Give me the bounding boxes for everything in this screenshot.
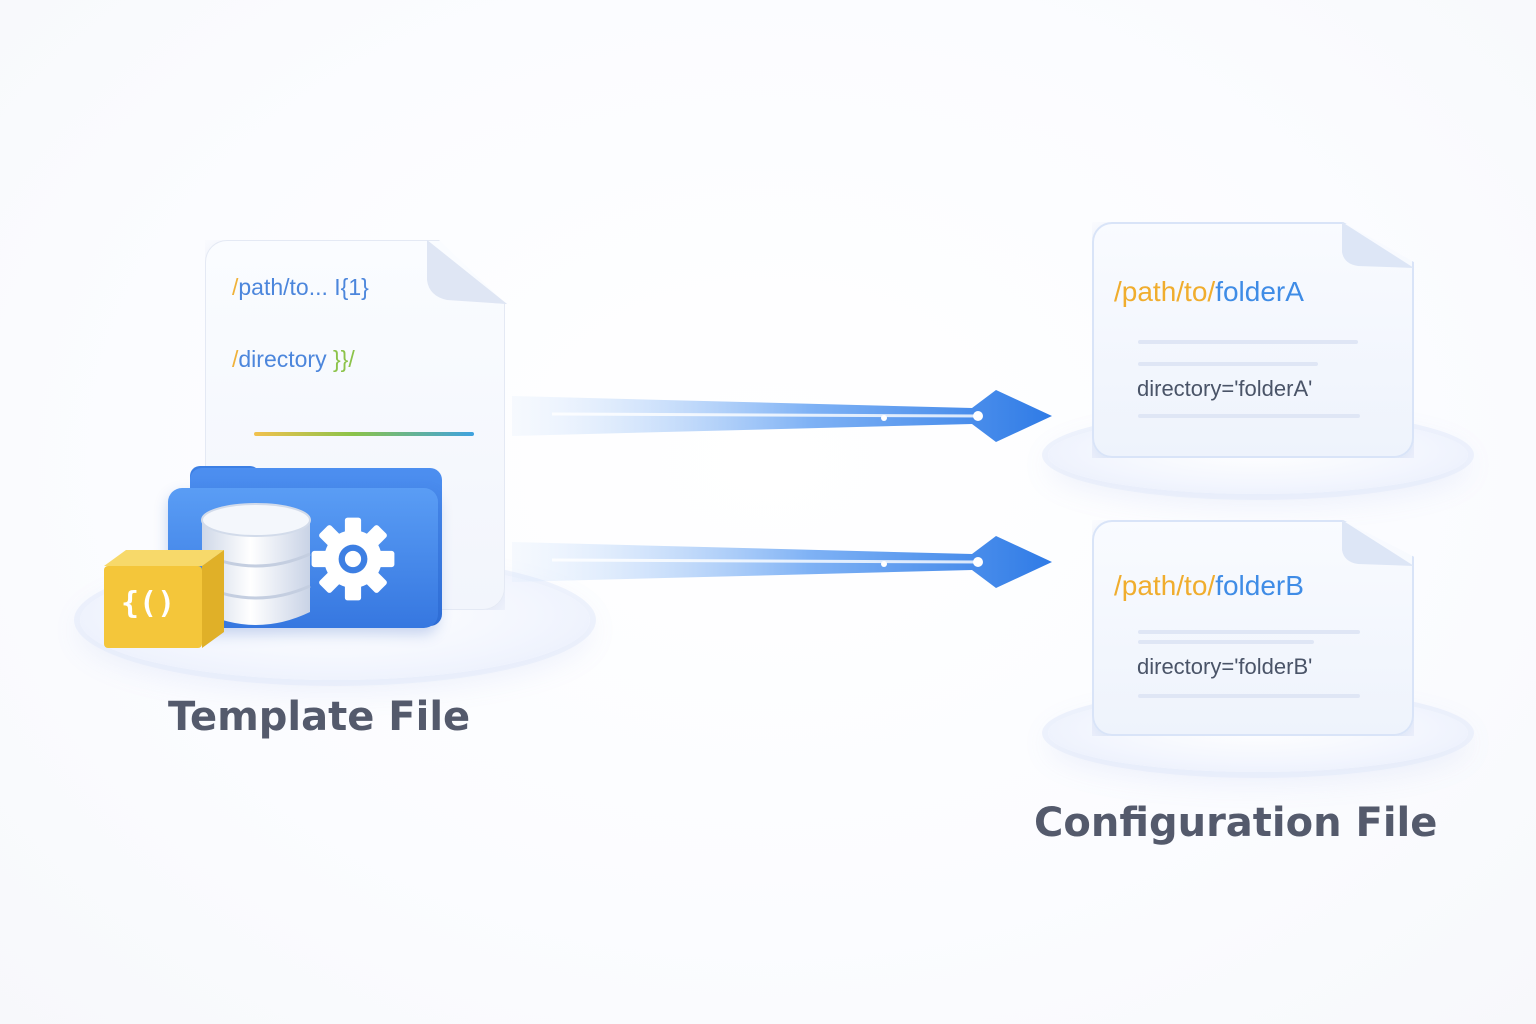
page-fold-icon [1342,520,1414,566]
config-divider [1138,362,1318,366]
database-icon [201,503,311,625]
config-caption: Configuration File [1034,800,1438,846]
config-path: /path/to/folderB [1114,570,1304,601]
json-cube-icon [104,550,224,648]
page-fold-icon [1342,222,1414,268]
template-divider [254,432,474,436]
template-directory-line: /directory }}/ [232,346,355,372]
config-divider [1138,630,1360,634]
config-divider [1138,414,1360,418]
json-cube-label: {() [121,586,176,621]
template-path-line: /path/to... I{1} [232,274,369,300]
config-directory: directory='folderB' [1137,654,1313,679]
arrow-right-icon [512,536,1052,588]
config-path: /path/to/folderA [1114,276,1304,307]
config-divider [1138,640,1314,644]
config-divider [1138,340,1358,344]
arrow-right-icon [512,390,1052,442]
page-fold-icon [427,240,507,304]
template-caption: Template File [168,694,471,740]
gear-icon [311,517,395,601]
config-divider [1138,694,1360,698]
config-directory: directory='folderA' [1137,376,1313,401]
